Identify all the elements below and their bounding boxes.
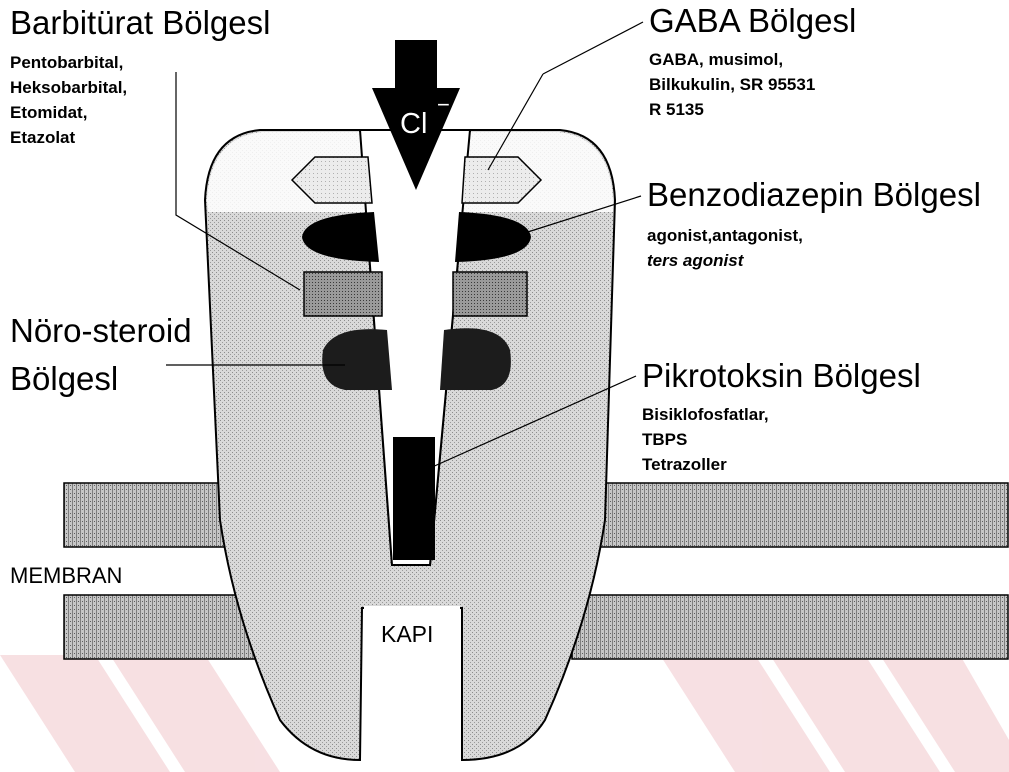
- list-item: Bisiklofosfatlar,: [642, 402, 769, 427]
- list-item: Bilkukulin, SR 95531: [649, 72, 815, 97]
- neurosteroid-site-right: [440, 328, 511, 390]
- chloride-ion-label: Cl: [400, 108, 427, 140]
- picrotoxin-site-title: Pikrotoksin Bölgesl: [642, 357, 921, 395]
- neurosteroid-title-line-1: Nöro-steroid: [10, 307, 192, 355]
- membrane-lower-right: [572, 595, 1008, 659]
- gate-label: KAPI: [381, 621, 433, 647]
- gaba-site-list: GABA, musimol, Bilkukulin, SR 95531 R 51…: [649, 47, 815, 122]
- neurosteroid-site-title: Nöro-steroid Bölgesl: [10, 307, 192, 403]
- list-item: R 5135: [649, 97, 815, 122]
- benzodiazepine-site-title: Benzodiazepin Bölgesl: [647, 176, 981, 214]
- list-item: Etazolat: [10, 125, 127, 150]
- list-item: Pentobarbital,: [10, 50, 127, 75]
- picrotoxin-site: [393, 437, 435, 560]
- picrotoxin-site-list: Bisiklofosfatlar, TBPS Tetrazoller: [642, 402, 769, 477]
- gaba-leader-line: [543, 22, 643, 74]
- list-item: GABA, musimol,: [649, 47, 815, 72]
- list-item: ters agonist: [647, 248, 803, 273]
- barbiturate-site-list: Pentobarbital, Heksobarbital, Etomidat, …: [10, 50, 127, 150]
- membrane-lower-left: [64, 595, 259, 659]
- list-item: Tetrazoller: [642, 452, 769, 477]
- chloride-ion-charge: −: [437, 92, 450, 117]
- list-item: agonist,antagonist,: [647, 223, 803, 248]
- barbiturate-site-title: Barbitürat Bölgesl: [10, 4, 270, 42]
- membrane-label: MEMBRAN: [10, 563, 122, 589]
- benzodiazepine-site-list: agonist,antagonist, ters agonist: [647, 223, 803, 273]
- barbiturate-site-right: [453, 272, 527, 316]
- list-item: Etomidat,: [10, 100, 127, 125]
- membrane-upper-right: [590, 483, 1008, 547]
- barbiturate-site-left: [304, 272, 382, 316]
- membrane-upper-left: [64, 483, 240, 547]
- list-item: TBPS: [642, 427, 769, 452]
- list-item: Heksobarbital,: [10, 75, 127, 100]
- neurosteroid-title-line-2: Bölgesl: [10, 355, 192, 403]
- gaba-site-title: GABA Bölgesl: [649, 2, 856, 40]
